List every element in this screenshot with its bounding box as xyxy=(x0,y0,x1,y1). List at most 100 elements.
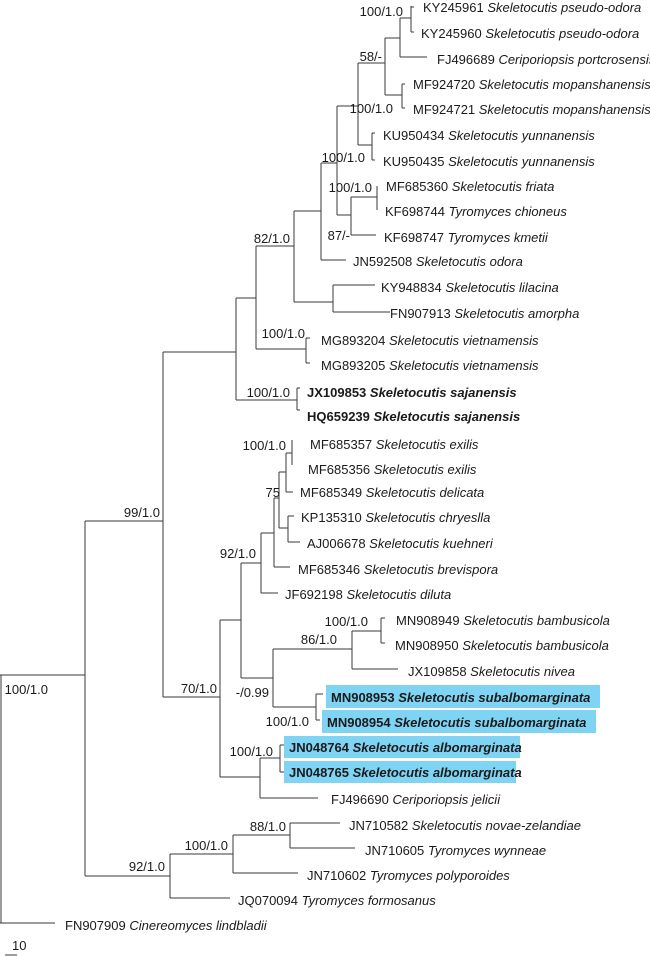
species-name: Skeletocutis vietnamensis xyxy=(389,358,539,373)
accession-number: JN710605 xyxy=(365,843,428,858)
species-name: Ceriporiopsis jelicii xyxy=(392,792,501,807)
support-value: 100/1.0 xyxy=(262,326,305,341)
accession-number: FJ496689 xyxy=(437,52,498,67)
accession-number: KY245961 xyxy=(423,0,487,15)
accession-number: MN908954 xyxy=(327,715,394,730)
accession-number: MF685357 xyxy=(310,437,376,452)
leaf-label: JN710605 Tyromyces wynneae xyxy=(365,843,546,858)
support-value: 70/1.0 xyxy=(181,681,217,696)
species-name: Skeletocutis pseudo-odora xyxy=(487,0,641,15)
leaf-label: JX109858 Skeletocutis nivea xyxy=(408,664,575,679)
accession-number: JX109853 xyxy=(307,385,370,400)
support-value: 100/1.0 xyxy=(5,682,48,697)
accession-number: KF698747 xyxy=(384,230,448,245)
leaf-label: KY245961 Skeletocutis pseudo-odora xyxy=(423,0,641,15)
leaf-label: JN048765 Skeletocutis albomarginata xyxy=(289,765,522,780)
leaf-label: MF685346 Skeletocutis brevispora xyxy=(298,562,498,577)
accession-number: FN907913 xyxy=(390,306,454,321)
leaf-label: KY245960 Skeletocutis pseudo-odora xyxy=(421,26,639,41)
leaf-label: KU950435 Skeletocutis yunnanensis xyxy=(383,154,595,169)
accession-number: JN048765 xyxy=(289,765,353,780)
support-value: 100/1.0 xyxy=(230,744,273,759)
support-value: 100/1.0 xyxy=(243,438,286,453)
leaf-label: MN908954 Skeletocutis subalbomarginata xyxy=(327,715,586,730)
species-name: Skeletocutis bambusicola xyxy=(462,638,609,653)
leaf-label: MF685360 Skeletocutis friata xyxy=(386,179,554,194)
species-name: Skeletocutis vietnamensis xyxy=(389,333,539,348)
leaf-label: MG893205 Skeletocutis vietnamensis xyxy=(321,358,539,373)
support-value: 92/1.0 xyxy=(129,859,165,874)
leaf-label: MF924721 Skeletocutis mopanshanensis xyxy=(413,102,650,117)
leaf-label: MF685357 Skeletocutis exilis xyxy=(310,437,479,452)
accession-number: MF685346 xyxy=(298,562,364,577)
highlight-box xyxy=(326,685,600,708)
leaf-label: JX109853 Skeletocutis sajanensis xyxy=(307,385,517,400)
species-name: Skeletocutis lilacina xyxy=(445,280,558,295)
species-name: Skeletocutis sajanensis xyxy=(370,385,517,400)
accession-number: MF685356 xyxy=(308,462,374,477)
accession-number: JN592508 xyxy=(353,254,416,269)
accession-number: MG893204 xyxy=(321,333,389,348)
species-name: Skeletocutis sajanensis xyxy=(374,409,521,424)
species-name: Skeletocutis bambusicola xyxy=(463,613,610,628)
highlight-box xyxy=(284,761,516,783)
leaf-label: KF698747 Tyromyces kmetii xyxy=(384,230,549,245)
species-name: Tyromyces polyporoides xyxy=(370,868,510,883)
tree-branches xyxy=(0,6,427,924)
support-value: 100/1.0 xyxy=(329,180,372,195)
leaf-label: MG893204 Skeletocutis vietnamensis xyxy=(321,333,539,348)
species-name: Skeletocutis exilis xyxy=(374,462,477,477)
leaf-label: AJ006678 Skeletocutis kuehneri xyxy=(307,536,494,551)
species-name: Skeletocutis albomarginata xyxy=(353,740,522,755)
species-name: Skeletocutis mopanshanensis xyxy=(479,102,650,117)
leaf-label: FN907913 Skeletocutis amorpha xyxy=(390,306,579,321)
species-name: Tyromyces wynneae xyxy=(428,843,546,858)
leaf-label: MN908949 Skeletocutis bambusicola xyxy=(396,613,610,628)
accession-number: AJ006678 xyxy=(307,536,369,551)
leaf-label: KP135310 Skeletocutis chryeslla xyxy=(301,510,490,525)
leaf-label: JQ070094 Tyromyces formosanus xyxy=(238,893,436,908)
accession-number: JN710602 xyxy=(307,868,370,883)
accession-number: MF685360 xyxy=(386,179,452,194)
accession-number: MF685349 xyxy=(300,485,366,500)
support-value: 100/1.0 xyxy=(322,150,365,165)
highlight-box xyxy=(284,736,520,758)
leaf-label: JF692198 Skeletocutis diluta xyxy=(285,587,451,602)
species-name: Cinereomyces lindbladii xyxy=(129,918,267,933)
accession-number: JF692198 xyxy=(285,587,346,602)
species-name: Skeletocutis odora xyxy=(416,254,523,269)
species-name: Skeletocutis pseudo-odora xyxy=(485,26,639,41)
support-value: 100/1.0 xyxy=(325,614,368,629)
species-name: Skeletocutis subalbomarginata xyxy=(394,715,586,730)
species-name: Tyromyces kmetii xyxy=(448,230,549,245)
species-name: Skeletocutis subalbomarginata xyxy=(398,690,590,705)
accession-number: JN710582 xyxy=(349,818,412,833)
species-name: Skeletocutis albomarginata xyxy=(353,765,522,780)
leaf-label: KF698744 Tyromyces chioneus xyxy=(385,204,567,219)
species-name: Skeletocutis novae-zelandiae xyxy=(412,818,581,833)
support-value: 100/1.0 xyxy=(247,385,290,400)
leaf-label: FN907909 Cinereomyces lindbladii xyxy=(65,918,268,933)
accession-number: KY245960 xyxy=(421,26,485,41)
species-name: Skeletocutis brevispora xyxy=(364,562,498,577)
support-value: 75 xyxy=(266,485,280,500)
scale-bar-label: 10 xyxy=(12,938,26,953)
species-name: Skeletocutis amorpha xyxy=(454,306,579,321)
support-value: 87/- xyxy=(328,228,350,243)
species-name: Ceriporiopsis portcrosensis xyxy=(498,52,650,67)
accession-number: FJ496690 xyxy=(331,792,392,807)
leaf-label: MF685349 Skeletocutis delicata xyxy=(300,485,484,500)
species-name: Skeletocutis friata xyxy=(452,179,555,194)
leaf-label: MF924720 Skeletocutis mopanshanensis xyxy=(413,77,650,92)
support-value: 92/1.0 xyxy=(220,546,256,561)
support-value: 88/1.0 xyxy=(250,819,286,834)
species-name: Skeletocutis chryeslla xyxy=(365,510,490,525)
accession-number: MN908953 xyxy=(331,690,398,705)
support-value: -/0.99 xyxy=(236,685,269,700)
accession-number: MN908949 xyxy=(396,613,463,628)
species-name: Tyromyces formosanus xyxy=(302,893,437,908)
leaf-label: KU950434 Skeletocutis yunnanensis xyxy=(383,128,595,143)
support-value: 86/1.0 xyxy=(301,632,337,647)
leaf-label: FJ496689 Ceriporiopsis portcrosensis xyxy=(437,52,650,67)
